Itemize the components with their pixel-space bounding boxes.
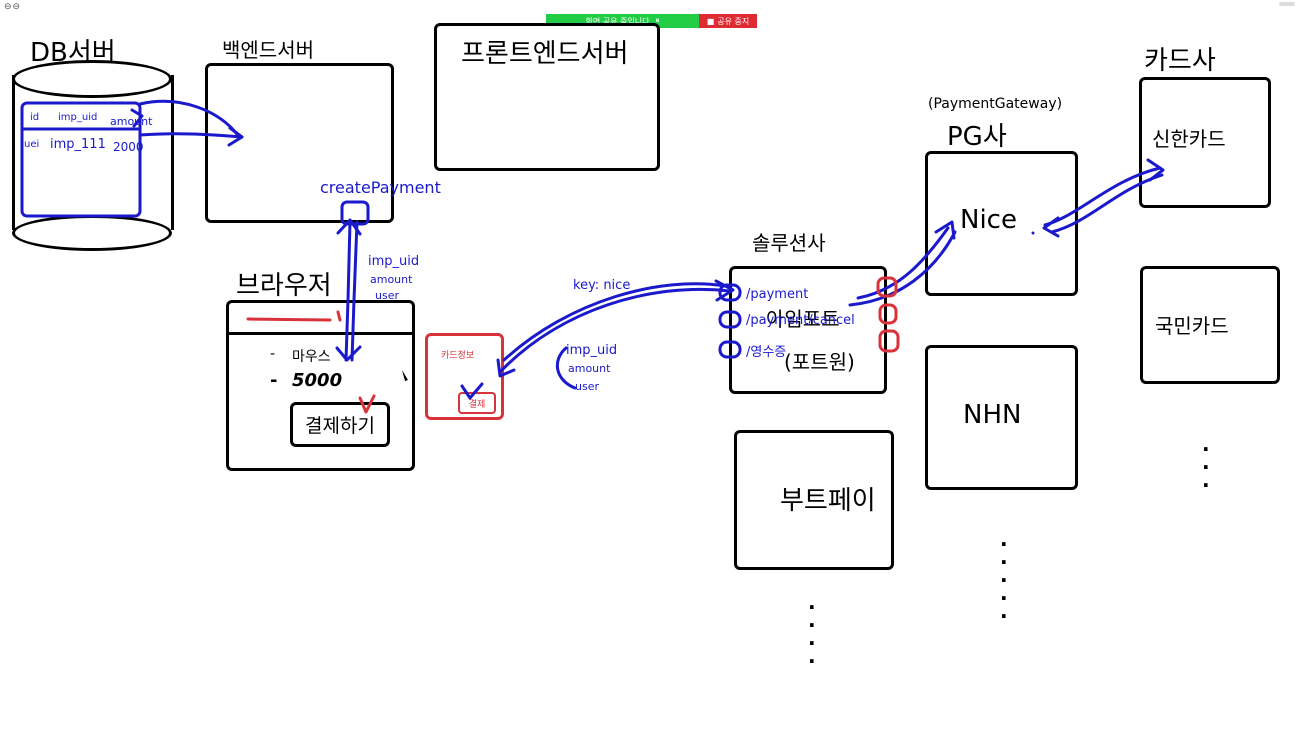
card-popup-title: 카드정보 bbox=[441, 351, 475, 361]
share-status-text: 화면 공유 중입니다 bbox=[585, 16, 650, 26]
pg-nhn-name: NHN bbox=[963, 400, 1022, 430]
browser-param-amount: amount bbox=[370, 273, 413, 286]
card-popup-pay-button[interactable]: 결제 bbox=[458, 392, 496, 414]
key-label: key: nice bbox=[573, 278, 631, 293]
db-cylinder-top bbox=[12, 60, 172, 98]
db-col-imp-uid: imp_uid bbox=[58, 112, 98, 123]
frontend-title: 프론트엔드서버 bbox=[461, 39, 629, 69]
endpoint-receipt: /영수증 bbox=[746, 345, 787, 360]
popup-solution-arrow-1 bbox=[498, 287, 732, 374]
kookmin-box bbox=[1140, 266, 1280, 384]
browser-price: 5000 bbox=[292, 370, 343, 391]
browser-toolbar-divider bbox=[229, 332, 413, 335]
bootpay-name: 부트페이 bbox=[780, 486, 876, 516]
card-companies-title: 카드사 bbox=[1144, 46, 1216, 76]
return-param-imp-uid: imp_uid bbox=[566, 343, 618, 358]
endpoint-payment-cancel: /payment/cancel bbox=[746, 313, 855, 328]
pg-nice-name: Nice bbox=[960, 205, 1017, 235]
card-more-dots: ··· bbox=[1202, 437, 1210, 497]
frontend-server-box bbox=[434, 23, 660, 171]
return-param-user: user bbox=[575, 380, 599, 393]
pay-button[interactable]: 결제하기 bbox=[290, 402, 390, 447]
db-cell-imp-uid: imp_111 bbox=[50, 137, 106, 152]
db-cell-amount: 2000 bbox=[113, 140, 144, 154]
share-pause-icon[interactable]: ⏸ bbox=[655, 16, 660, 25]
pg-nhn-box bbox=[925, 345, 1078, 490]
pg-subtitle: (PaymentGateway) bbox=[928, 96, 1063, 112]
browser-item-bullet: - bbox=[270, 346, 276, 362]
browser-item-name: 마우스 bbox=[292, 349, 331, 365]
stop-icon: ■ bbox=[706, 16, 715, 26]
solution-subname: (포트원) bbox=[784, 350, 855, 374]
solution-more-dots: ···· bbox=[808, 595, 816, 673]
browser-param-imp-uid: imp_uid bbox=[368, 254, 420, 269]
solution-title: 솔루션사 bbox=[752, 231, 826, 255]
db-cylinder-body bbox=[12, 75, 174, 230]
window-menu-handle[interactable] bbox=[1279, 2, 1295, 6]
db-col-amount: amount bbox=[110, 115, 153, 128]
backend-server-box bbox=[205, 63, 394, 223]
pay-button-label: 결제하기 bbox=[305, 415, 375, 437]
share-stop-label: 공유 중지 bbox=[717, 16, 750, 26]
db-cylinder-bottom bbox=[12, 215, 172, 251]
endpoint-payment: /payment bbox=[746, 287, 809, 302]
shinhan-name: 신한카드 bbox=[1152, 127, 1226, 151]
browser-title: 브라우저 bbox=[236, 271, 332, 301]
browser-param-user: user bbox=[375, 289, 399, 302]
db-col-id: id bbox=[30, 112, 40, 123]
browser-price-bullet: - bbox=[270, 370, 278, 391]
window-controls[interactable]: ⊖⊖ bbox=[4, 2, 22, 12]
pg-title: PG사 bbox=[947, 122, 1007, 152]
share-stop-button[interactable]: ■ 공유 중지 bbox=[699, 14, 757, 28]
return-param-amount: amount bbox=[568, 362, 611, 375]
db-cylinder bbox=[12, 60, 174, 251]
create-payment-label: createPayment bbox=[320, 178, 441, 197]
pg-more-dots: ····· bbox=[1000, 532, 1008, 628]
solution-name: 아임포트 bbox=[766, 307, 840, 331]
card-popup-pay-label: 결제 bbox=[468, 399, 486, 410]
kookmin-name: 국민카드 bbox=[1155, 314, 1229, 338]
db-cell-id: uei bbox=[24, 139, 40, 150]
bootpay-box bbox=[734, 430, 894, 570]
backend-title: 백엔드서버 bbox=[222, 38, 314, 62]
